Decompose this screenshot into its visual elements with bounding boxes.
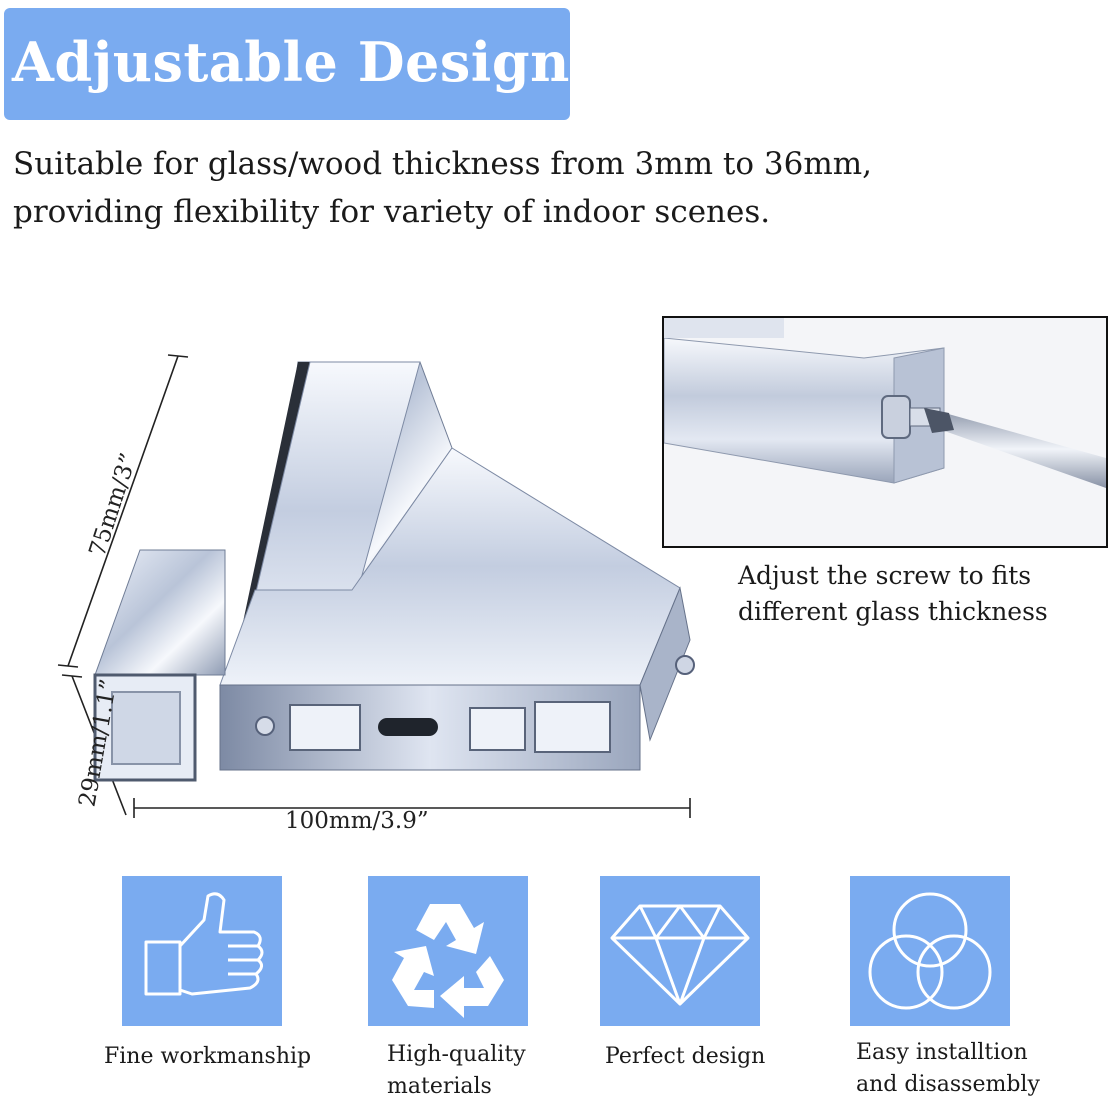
thumbs-up-icon	[144, 892, 264, 996]
feature-tile	[122, 876, 282, 1026]
dimension-width-label: 100mm/3.9”	[285, 808, 429, 834]
feature-tile	[368, 876, 528, 1026]
screw-detail-illustration	[664, 318, 1106, 488]
diamond-icon	[610, 904, 750, 1006]
inset-caption-line-1: Adjust the screw to fits	[738, 561, 1032, 590]
feature-high-quality-materials	[368, 876, 528, 1026]
dimension-lines	[57, 354, 691, 818]
feature-label-line-1: Easy installtion	[856, 1040, 1028, 1065]
subtitle: Suitable for glass/wood thickness from 3…	[13, 140, 1013, 236]
inset-caption-line-2: different glass thickness	[738, 597, 1048, 626]
feature-label-fine-workmanship: Fine workmanship	[104, 1041, 311, 1073]
inset-caption: Adjust the screw to fits different glass…	[738, 558, 1048, 630]
feature-tile	[850, 876, 1010, 1026]
subtitle-line-1: Suitable for glass/wood thickness from 3…	[13, 146, 872, 182]
feature-perfect-design	[600, 876, 760, 1026]
feature-easy-installation	[850, 876, 1010, 1026]
recycle-icon	[392, 904, 504, 1018]
feature-label-line-1: Fine workmanship	[104, 1044, 312, 1069]
title-banner: Adjustable Design	[4, 8, 570, 120]
feature-label-easy-installation: Easy installtion and disassembly	[856, 1037, 1040, 1101]
feature-label-perfect-design: Perfect design	[605, 1041, 765, 1073]
feature-label-line-2: and disassembly	[856, 1072, 1040, 1097]
page-title: Adjustable Design	[12, 30, 570, 94]
feature-fine-workmanship	[122, 876, 282, 1026]
subtitle-line-2: providing flexibility for variety of ind…	[13, 194, 771, 230]
feature-tile	[600, 876, 760, 1026]
feature-label-line-1: High-quality	[387, 1042, 526, 1067]
overlapping-circles-icon	[868, 892, 992, 1010]
screw-detail-image	[662, 316, 1108, 548]
feature-label-line-2: materials	[387, 1074, 492, 1099]
bracket-product-image	[57, 354, 695, 818]
feature-label-line-1: Perfect design	[605, 1044, 766, 1069]
feature-label-high-quality: High-quality materials	[387, 1039, 526, 1103]
